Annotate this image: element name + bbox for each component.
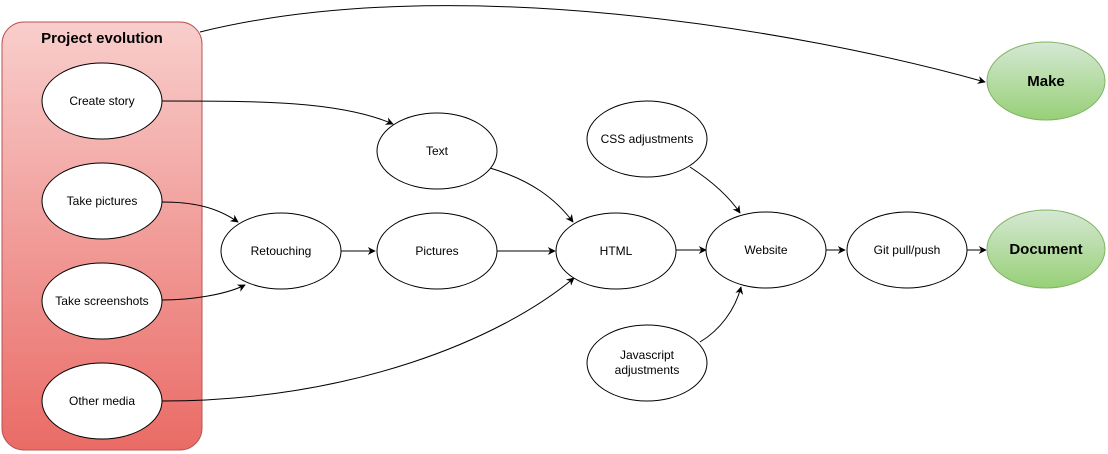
node-pictures: Pictures <box>376 212 498 290</box>
node-make: Make <box>986 41 1106 121</box>
node-create-story: Create story <box>41 62 163 140</box>
edge-take-screenshots-to-retouching <box>161 284 246 301</box>
node-html: HTML <box>555 212 677 290</box>
edge-create-story-to-text <box>161 100 394 125</box>
node-label: Take pictures <box>67 194 138 208</box>
node-label: Website <box>744 243 787 257</box>
node-label: Make <box>1027 73 1065 90</box>
node-label: Create story <box>69 94 134 108</box>
node-document: Document <box>986 209 1106 289</box>
node-label: Git pull/push <box>874 243 941 257</box>
edges <box>161 5 987 402</box>
node-label: Document <box>1009 241 1082 258</box>
edge-text-to-html <box>489 167 574 223</box>
node-website: Website <box>705 211 827 289</box>
node-take-screenshots: Take screenshots <box>41 262 163 340</box>
node-text: Text <box>376 112 498 190</box>
edge-other-media-to-html <box>161 277 575 402</box>
edge-javascript-to-website <box>699 286 744 343</box>
node-label: Retouching <box>251 244 312 258</box>
node-css-adjustments: CSS adjustments <box>586 100 708 178</box>
node-label-line-2: adjustments <box>615 363 680 377</box>
node-label: CSS adjustments <box>601 132 694 146</box>
node-label: Text <box>426 144 449 158</box>
node-take-pictures: Take pictures <box>41 162 163 240</box>
node-git: Git pull/push <box>846 211 968 289</box>
edge-group-to-make <box>199 5 986 84</box>
edge-css-to-website <box>689 166 741 214</box>
node-label: Pictures <box>415 244 458 258</box>
node-label: Take screenshots <box>55 294 148 308</box>
group-title: Project evolution <box>41 30 163 47</box>
node-retouching: Retouching <box>220 212 342 290</box>
node-label: Other media <box>69 394 135 408</box>
node-other-media: Other media <box>41 362 163 440</box>
edge-take-pictures-to-retouching <box>161 201 239 223</box>
node-javascript-adjustments: Javascript adjustments <box>586 324 708 402</box>
node-label: HTML <box>600 244 633 258</box>
node-label-line-1: Javascript <box>620 348 675 362</box>
